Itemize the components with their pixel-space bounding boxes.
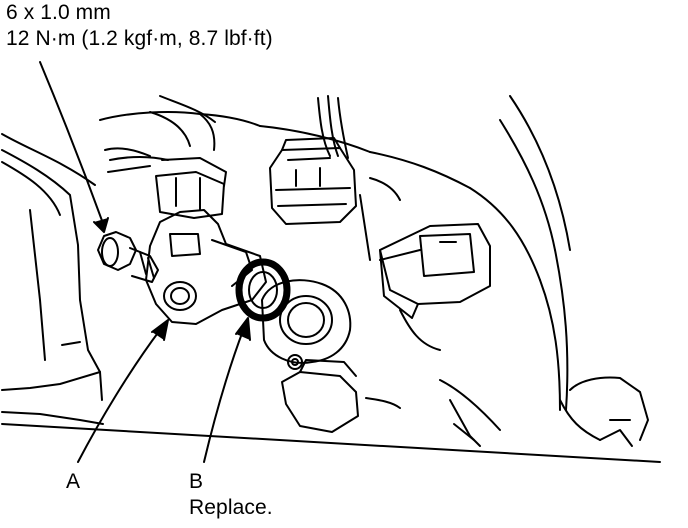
leader-lines: [39, 61, 251, 463]
bolt-torque-callout: 12 N·m (1.2 kgf·m, 8.7 lbf·ft): [6, 27, 273, 50]
part-b-note: Replace.: [189, 496, 273, 519]
engine-wall-left: [1, 133, 104, 425]
intake-manifold: [99, 95, 571, 411]
bolt-size-callout: 6 x 1.0 mm: [6, 1, 111, 24]
bolt: [97, 231, 159, 283]
sensor-port-flange: [261, 279, 352, 370]
sensor-a: [145, 157, 267, 325]
baseline: [1, 423, 661, 463]
wire-harness: [317, 95, 349, 159]
part-a-label: A: [66, 470, 81, 493]
part-b-label: B: [189, 470, 204, 493]
connector-right: [379, 223, 491, 351]
o-ring-b: [235, 258, 291, 322]
connector-top: [269, 137, 357, 225]
lower-pipes: [281, 359, 649, 447]
